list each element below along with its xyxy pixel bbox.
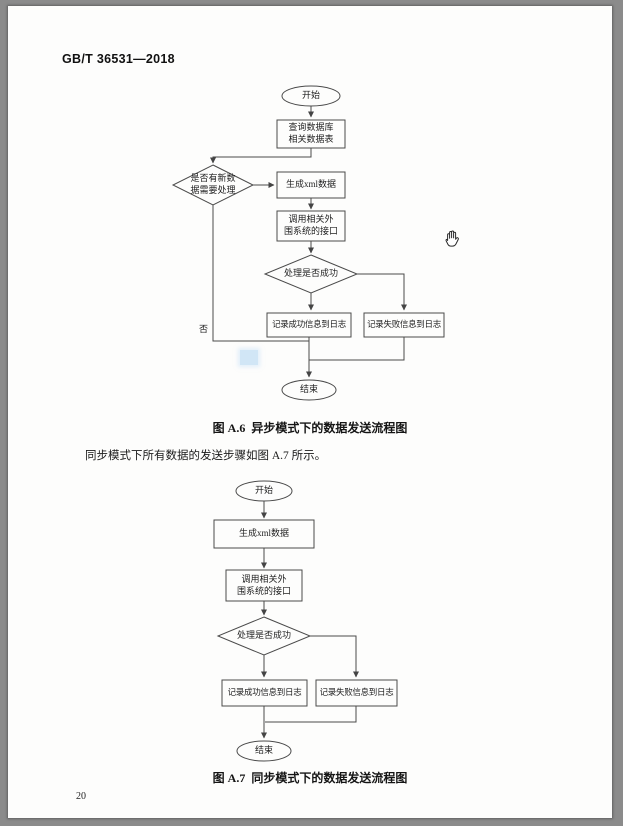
flow-node-end: 结束 [254, 745, 273, 756]
hand-cursor-icon [442, 228, 462, 255]
flow-node-query: 查询数据库 相关数据表 [288, 122, 334, 144]
a7-call-shape [225, 569, 303, 602]
a7-decision-success-shape [216, 616, 312, 656]
a7-end-shape [236, 740, 292, 762]
figure-a6-caption: 图 A.6 异步模式下的数据发送流程图 [212, 421, 408, 435]
flow-node-log-success: 记录成功信息到日志 [227, 687, 302, 698]
document-page[interactable]: GB/T 36531—2018 [8, 6, 612, 818]
standard-number: GB/T 36531—2018 [62, 52, 175, 66]
flowchart-a7-canvas [213, 480, 398, 762]
a6-end-shape [281, 379, 337, 401]
a6-connectors [210, 106, 407, 378]
a7-shapes [213, 480, 398, 762]
a7-log-fail-shape [315, 679, 398, 707]
figure-a6: 开始 查询数据库 相关数据表 是否有新数 据需要处理 生成xml数据 调用相关外… [158, 80, 458, 410]
page-number: 20 [76, 791, 86, 802]
a6-start-shape [281, 85, 341, 107]
a7-generate-shape [213, 519, 315, 549]
a7-start-shape [235, 480, 293, 502]
flow-node-call-interface: 调用相关外 围系统的接口 [283, 214, 338, 236]
render-artifact [240, 350, 258, 365]
flow-node-start: 开始 [254, 485, 273, 496]
flow-node-generate-xml: 生成xml数据 [238, 528, 289, 539]
a6-generate-shape [276, 171, 346, 199]
flowchart-a6-canvas [171, 85, 445, 401]
figure-a7-caption: 图 A.7 同步模式下的数据发送流程图 [212, 771, 408, 785]
a6-call-shape [276, 210, 346, 242]
flow-node-log-success: 记录成功信息到日志 [272, 319, 346, 330]
flow-node-log-fail: 记录失败信息到日志 [319, 687, 394, 698]
a6-shapes [171, 85, 445, 401]
flow-node-start: 开始 [301, 90, 320, 101]
a6-decision-new-shape [171, 164, 255, 206]
figure-a7: 开始 生成xml数据 调用相关外 围系统的接口 处理是否成功 记录成功信息到日志… [200, 473, 420, 773]
a6-log-success-shape [266, 312, 352, 338]
a7-connectors [261, 501, 359, 739]
flow-node-decision-success: 处理是否成功 [283, 268, 338, 279]
flow-node-log-fail: 记录失败信息到日志 [367, 319, 441, 330]
branch-no-label: 否 [199, 324, 209, 334]
flow-node-generate-xml: 生成xml数据 [285, 179, 336, 190]
flow-node-call-interface: 调用相关外 围系统的接口 [236, 573, 291, 596]
body-paragraph: 同步模式下所有数据的发送步骤如图 A.7 所示。 [85, 450, 327, 462]
flow-node-decision-success: 处理是否成功 [236, 630, 291, 641]
a7-log-success-shape [221, 679, 308, 707]
flow-node-decision-new: 是否有新数 据需要处理 [190, 173, 236, 195]
a6-query-shape [276, 119, 346, 149]
a6-log-fail-shape [363, 312, 445, 338]
flow-node-end: 结束 [299, 384, 318, 395]
a6-decision-success-shape [263, 254, 359, 294]
